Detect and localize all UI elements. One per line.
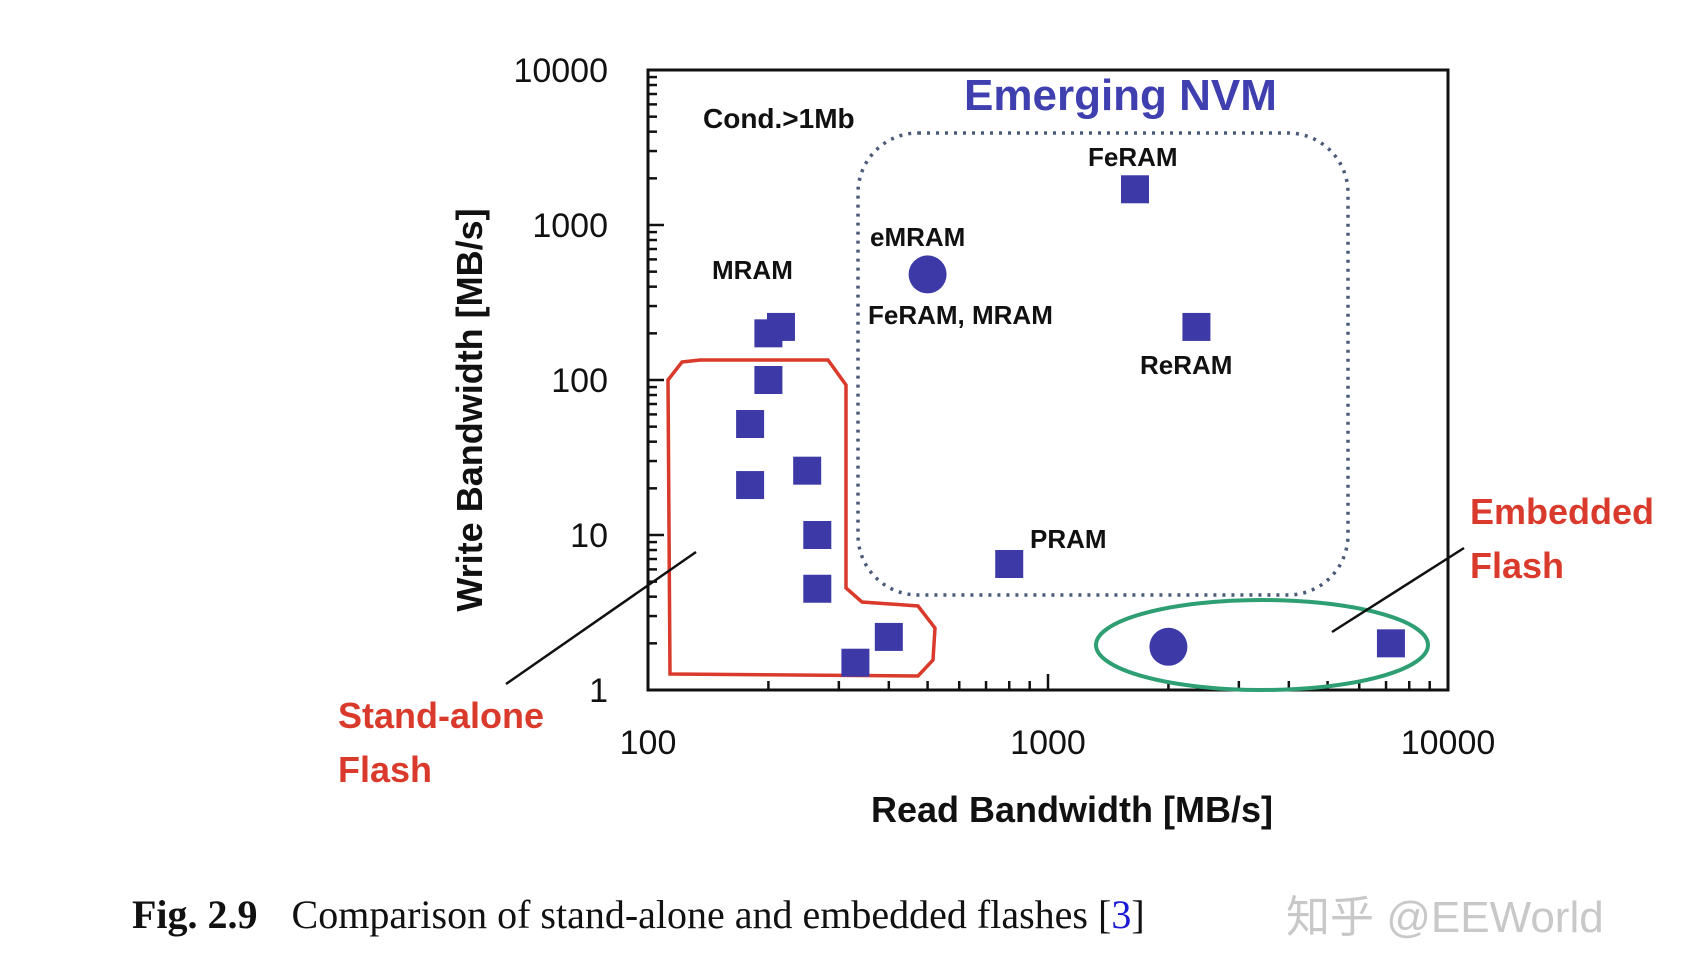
condition-note: Cond.>1Mb [703,103,855,134]
y-tick-label: 10 [570,517,608,555]
embedded-flash-pointer [1331,546,1465,634]
data-point-square [874,622,903,651]
caption-text: Comparison of stand-alone and embedded f… [292,892,1112,937]
x-tick-label: 10000 [1401,724,1496,762]
emerging-nvm-title: Emerging NVM [964,71,1277,120]
data-point-circle [908,255,947,294]
embedded-flash-title-line2: Flash [1470,545,1564,586]
label-reram: ReRAM [1140,350,1232,380]
data-point-square [803,574,832,603]
data-point-square [803,521,832,549]
data-point-square [1120,175,1149,204]
data-point-square [1182,312,1211,341]
x-axis-title: Read Bandwidth [MB/s] [871,789,1273,830]
data-point-square [754,366,783,394]
data-point-square [995,549,1024,578]
x-tick-label: 1000 [1010,724,1086,762]
data-point-square [1376,629,1405,658]
y-tick-label: 100 [551,362,608,400]
label-emram: eMRAM [870,222,965,252]
label-feram-mram: FeRAM, MRAM [868,300,1053,330]
y-tick-label: 10000 [513,52,608,90]
label-pram: PRAM [1030,524,1107,554]
axis-ticks [646,75,1431,692]
data-point-square [793,456,822,485]
stand-alone-flash-region [666,358,937,678]
data-point-square [841,648,870,677]
embedded-flash-title-line1: Embedded [1470,491,1654,532]
label-mram: MRAM [712,255,793,285]
watermark: 知乎 @EEWorld [1286,893,1604,942]
stand-alone-flash-title-line2: Flash [338,749,432,790]
data-point-square [736,410,765,439]
embedded-flash-region [1094,598,1430,692]
figure-number: Fig. 2.9 [132,892,258,937]
figure-caption: Fig. 2.9 Comparison of stand-alone and e… [132,892,1145,937]
y-tick-label: 1000 [532,207,608,245]
label-feram: FeRAM [1088,142,1178,172]
x-tick-label: 100 [620,724,677,762]
caption-reference-link[interactable]: 3 [1111,892,1131,937]
axis-tick-labels: 1 10 100 1000 10000 100 1000 10000 [513,52,1495,762]
data-point-square [766,312,795,341]
stand-alone-flash-title-line1: Stand-alone [338,695,544,736]
data-points [736,175,1405,677]
data-point-square [736,471,765,500]
data-point-circle [1149,627,1188,666]
y-axis-title: Write Bandwidth [MB/s] [449,208,490,611]
stand-alone-flash-pointer [505,550,697,686]
caption-close-bracket: ] [1131,892,1144,937]
y-tick-label: 1 [589,672,608,710]
